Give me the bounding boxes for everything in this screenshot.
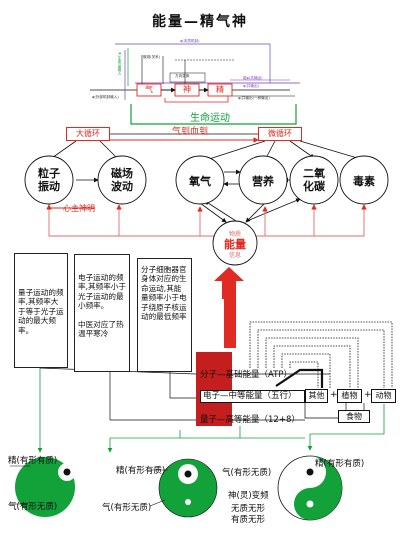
molecule-description-box: 分子细胞器官身体对应的生命运动,其能量频率小于电子绕原子核运动的最低频率 xyxy=(137,258,192,372)
energy-level-quantum: 量子—高等能量（12+8） xyxy=(200,415,300,425)
qi-to-blood-label: 气到血到 xyxy=(171,127,208,137)
yinyang-right xyxy=(277,455,343,521)
co2-label: 二氧 化碳 xyxy=(303,167,325,193)
energy-hub-main: 能量 xyxy=(224,238,246,251)
page-title: 能量—精气神 xyxy=(152,14,248,30)
particle-vibration-label: 粒子 振动 xyxy=(38,167,60,193)
yy-mid-top-label: 精(有形有质) xyxy=(116,466,166,476)
flow-note: φ(外部机制输入) xyxy=(92,95,119,99)
flow-node-qi-label: 气 xyxy=(145,85,153,94)
yy-right-top-left-label: 气(有形无质) xyxy=(222,468,272,478)
energy-hub-top: 物质 xyxy=(228,231,241,238)
top-flow xyxy=(90,43,300,103)
micro-cycle-box: 微循环 xyxy=(258,127,302,141)
yy-left-top-label: 精(有形有质) xyxy=(8,456,58,466)
yinyang-middle xyxy=(158,458,218,518)
yy-right-top-right-label: 精(有形有质) xyxy=(315,459,365,469)
energy-level-electron: 电子—中等能量（五行） xyxy=(200,390,305,403)
source-plant-label: 植物 xyxy=(341,391,358,400)
green-connectors xyxy=(37,367,385,453)
source-animal: 动物 xyxy=(371,389,396,403)
flow-node-shen-label: 神 xyxy=(183,85,191,94)
yy-right-mid-label: 神(灵)变频 xyxy=(228,491,269,501)
nutrition-circle xyxy=(238,155,288,205)
energy-hub-bottom: 信息 xyxy=(228,252,241,259)
toxin-label: 毒素 xyxy=(353,175,375,188)
magnetic-wave-label: 磁场 波动 xyxy=(111,167,133,193)
energy-hub-circle xyxy=(212,220,258,266)
nutrition-label: 营养 xyxy=(252,175,274,188)
energy-level-molecule: 分子—基础能量（ATP） xyxy=(200,370,292,380)
big-red-arrow xyxy=(214,267,244,348)
source-food-label: 食物 xyxy=(346,412,362,421)
cycles-connectors xyxy=(46,133,367,237)
energy-lines xyxy=(232,321,393,421)
oxygen-label: 氧气 xyxy=(189,175,211,188)
oxygen-circle xyxy=(175,155,225,205)
big-cycle-label: 大循环 xyxy=(76,129,100,138)
yy-right-bottom2-label: 有质无形 xyxy=(231,515,266,525)
flow-note: φ(本质机制) xyxy=(180,39,200,43)
flow-note: 能φ(共输出) xyxy=(243,76,263,80)
particle-circle xyxy=(24,155,74,205)
toxin-circle xyxy=(339,155,389,205)
flow-note: 微观(关系) xyxy=(143,55,161,59)
source-animal-label: 动物 xyxy=(375,391,392,400)
yy-right-bottom1-label: 无质无形 xyxy=(231,504,266,514)
yinyang-left xyxy=(15,457,76,517)
source-food: 食物 xyxy=(338,410,370,423)
micro-cycle-label: 微循环 xyxy=(268,129,292,138)
source-other-label: 其他 xyxy=(308,391,325,400)
yy-mid-bottom-label: 气(有形无质) xyxy=(102,503,152,513)
flow-note: φ(共输出(一种输出) xyxy=(238,96,270,100)
quantum-description-box: 量子运动的频率,其频率大于等于光子运动的最大频率。 xyxy=(14,253,68,368)
yy-left-bottom-label: 气(有形无质) xyxy=(8,502,58,512)
source-plant: 植物 xyxy=(337,389,362,403)
flow-note: 方向变换 xyxy=(175,74,190,78)
source-other: 其他 xyxy=(305,389,328,403)
plus-sign: + xyxy=(364,390,372,400)
magnetic-circle xyxy=(97,155,147,205)
big-cycle-box: 大循环 xyxy=(66,127,110,141)
energy-level-electron-label: 电子—中等能量（五行） xyxy=(203,391,297,401)
life-motion-label: 生命运动 xyxy=(190,113,230,124)
flow-node-jing-label: 精 xyxy=(216,85,224,94)
electron-description-box: 电子运动的频率,其频率小于光子运动的最小频率。 中医对应了热温平寒冷 xyxy=(74,254,130,372)
flow-note: φ(生命)量输入 xyxy=(118,52,122,76)
heart-rule-label: 心主神明 xyxy=(63,204,95,213)
plus-sign: + xyxy=(330,390,338,400)
co2-circle xyxy=(289,155,339,205)
flow-note: φ(共输出) xyxy=(243,84,259,88)
